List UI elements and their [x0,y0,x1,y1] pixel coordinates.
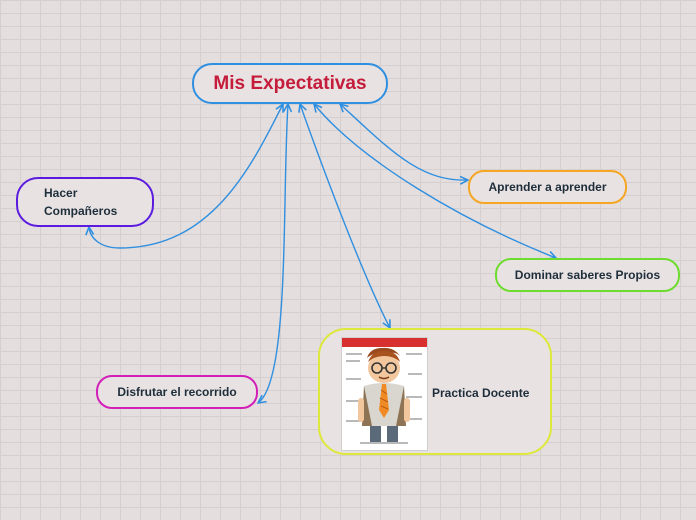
central-topic[interactable]: Mis Expectativas [192,63,388,104]
topic-dominar-label: Dominar saberes Propios [514,268,661,282]
topic-aprender-label: Aprender a aprender [488,180,607,194]
topic-hacer-line2: Compañeros [44,204,118,218]
connector-disfrutar [258,104,288,403]
topic-hacer-label: Hacer Compañeros [44,184,134,220]
connector-dominar [314,104,556,258]
topic-hacer-line1: Hacer [44,186,78,200]
topic-disfrutar-recorrido[interactable]: Disfrutar el recorrido [96,375,258,409]
illustration-header-band [342,338,427,347]
topic-aprender-a-aprender[interactable]: Aprender a aprender [468,170,627,204]
central-topic-label: Mis Expectativas [213,72,367,94]
teacher-figure [358,347,410,442]
topic-dominar-saberes[interactable]: Dominar saberes Propios [495,258,680,292]
topic-practica-label: Practica Docente [432,386,530,400]
topic-practica-docente[interactable]: Practica Docente [318,328,552,455]
topic-hacer-companeros[interactable]: Hacer Compañeros [16,177,154,227]
connector-aprender [340,104,468,180]
teacher-illustration [341,337,428,451]
topic-disfrutar-label: Disfrutar el recorrido [117,385,237,399]
